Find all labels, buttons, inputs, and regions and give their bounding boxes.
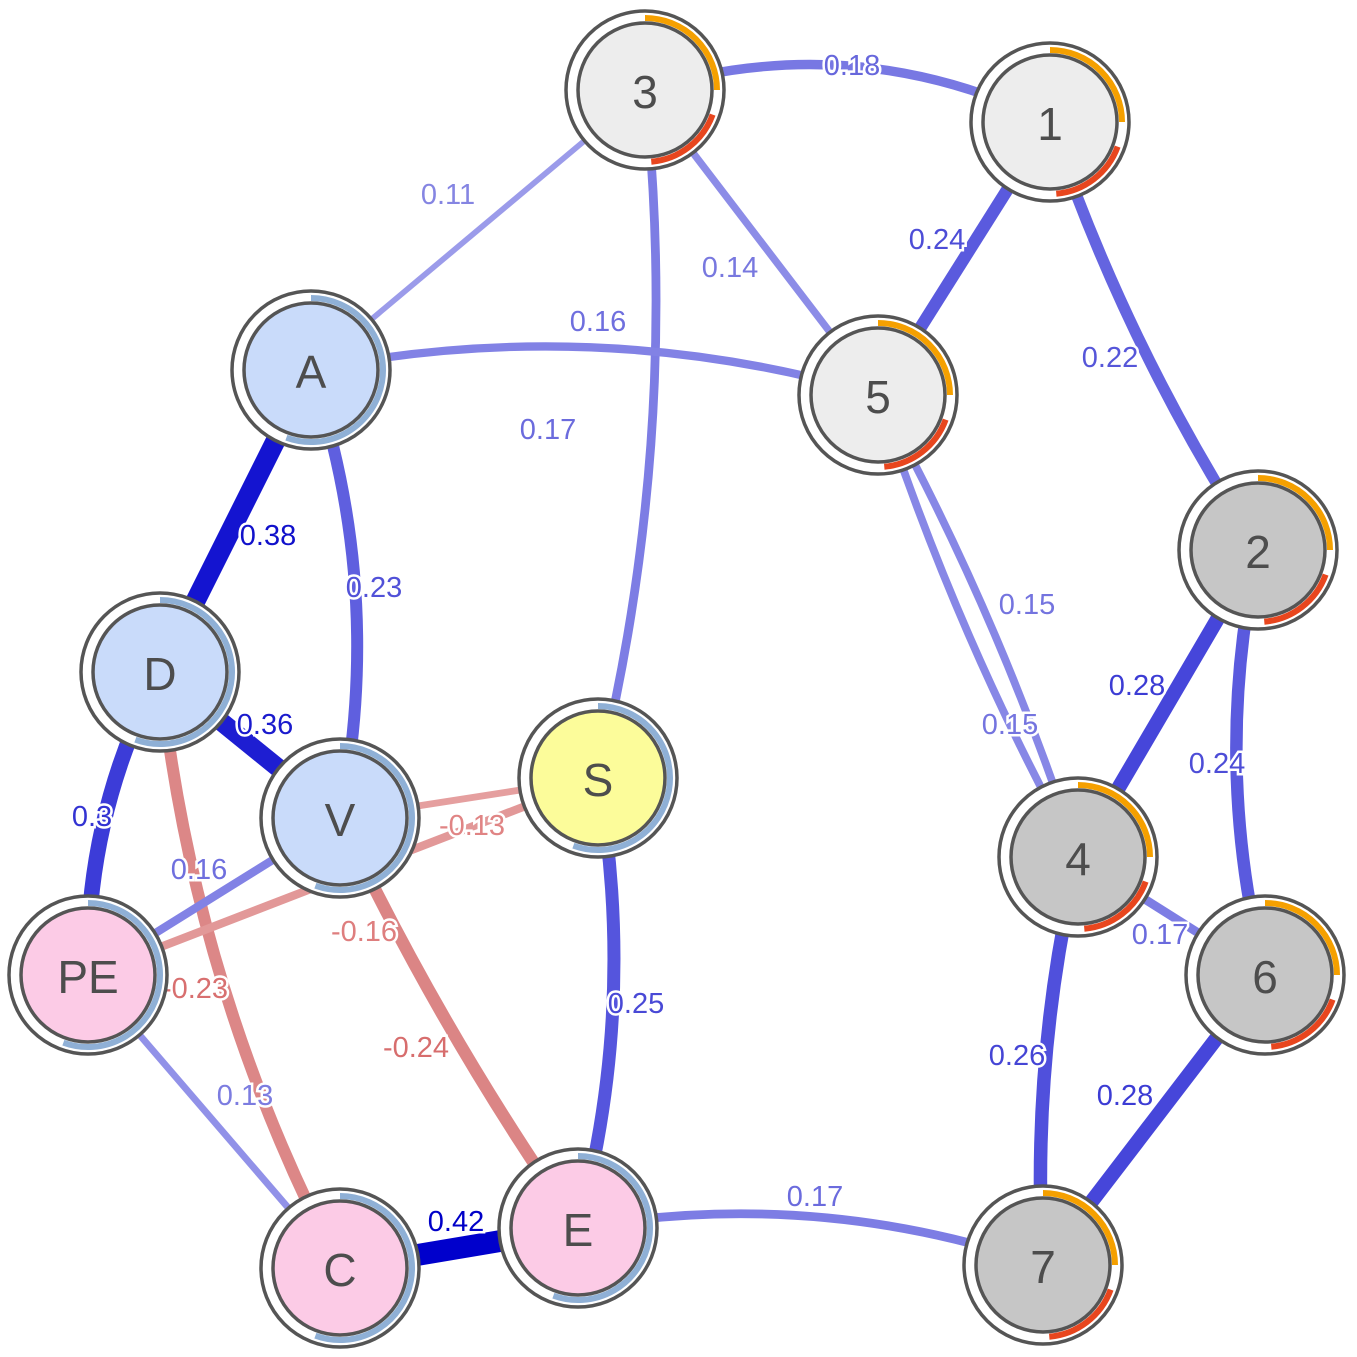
node-inner-circle [271,1199,409,1337]
scale-ring-blue [285,295,386,445]
edge-weight-label: -0.13 [439,810,505,842]
node-label: V [325,794,356,846]
edge-weight-label: 0.25 [608,988,664,1020]
node-inner-circle [809,326,947,464]
node-c: C [259,1187,421,1349]
edge-weight-label: 0.13 [217,1080,273,1112]
node-7: 7 [962,1184,1124,1346]
node-label: D [143,648,176,700]
item-ring-orange [1049,47,1125,123]
node-inner-circle [981,53,1119,191]
edge-A-5 [310,342,880,399]
edge-weight-label: 0.42 [428,1206,484,1238]
node-inner-circle [271,749,409,887]
item-ring-orange [1257,475,1333,551]
edge-weight-label: 0.22 [1082,342,1138,374]
item-ring-red [1083,880,1149,932]
node-inner-circle [576,21,714,159]
edge-weight-label: 0.16 [171,854,227,886]
node-label: 4 [1065,833,1091,885]
node-1: 1 [969,41,1131,203]
edge-weight-label: 0.16 [570,306,626,338]
node-6: 6 [1184,894,1346,1056]
scale-ring-blue [572,703,673,853]
edge-weight-label: 0.3 [72,801,112,833]
item-ring-orange [1042,1190,1118,1266]
edge-weight-label: 0.24 [1189,748,1245,780]
node-inner-circle [1009,788,1147,926]
node-5: 5 [797,314,959,476]
edge-weight-label: 0.17 [1132,919,1188,951]
node-2: 2 [1177,469,1339,631]
node-3: 3 [564,9,726,171]
node-label: 6 [1252,951,1278,1003]
edge-weight-label: -0.16 [331,916,397,948]
item-ring-red [1263,573,1329,625]
node-inner-circle [974,1196,1112,1334]
scale-ring-blue [62,900,163,1050]
node-inner-circle [19,906,157,1044]
edge-weight-label: 0.36 [237,709,293,741]
edge-weight-label: 0.28 [1097,1080,1153,1112]
node-label: 3 [632,66,658,118]
scale-ring-blue [134,597,235,747]
node-label: C [323,1244,356,1296]
node-inner-circle [1189,481,1327,619]
node-label: PE [57,951,118,1003]
item-ring-orange [1264,900,1340,976]
edge-weight-label: 0.15 [999,589,1055,621]
edge-weight-label: 0.38 [240,520,296,552]
node-label: E [563,1204,594,1256]
edge-labels-layer: 0.18 0.11 0.14 0.17 0.24 0.22 0.16 0.15 0.15 0.28… [69,48,1247,1241]
node-e: E [497,1147,659,1309]
node-label: 7 [1030,1241,1056,1293]
node-label: A [296,346,327,398]
edge-weight-label: 0.14 [702,252,758,284]
edge-weight-label: 0.24 [909,224,965,256]
node-inner-circle [91,603,229,741]
edge-weight-label: 0.15 [982,709,1038,741]
item-ring-red [650,113,716,165]
node-label: S [583,754,614,806]
node-inner-circle [509,1159,647,1297]
item-ring-red [1055,145,1121,197]
item-ring-red [1048,1288,1114,1340]
node-pe: PE [7,894,169,1056]
scale-ring-blue [314,743,415,893]
edge-D-C [154,671,346,1271]
node-d: D [79,591,241,753]
edge-weight-label: 0.26 [989,1040,1045,1072]
node-label: 1 [1037,98,1063,150]
node-a: A [230,289,392,451]
edge-weight-label: -0.24 [383,1032,449,1064]
node-label: 2 [1245,526,1271,578]
node-inner-circle [1196,906,1334,1044]
item-ring-orange [644,15,720,91]
node-label: 5 [865,371,891,423]
scale-ring-blue [314,1193,415,1343]
node-s: S [517,697,679,859]
edge-3-S [593,89,661,780]
scale-ring-blue [552,1153,653,1303]
edge-weight-label: 0.17 [787,1181,843,1213]
item-ring-red [883,418,949,470]
node-inner-circle [529,709,667,847]
edge-weight-label: -0.23 [162,973,228,1005]
node-4: 4 [997,776,1159,938]
node-inner-circle [242,301,380,439]
edge-weight-label: 0.17 [520,414,576,446]
edge-weight-label: 0.23 [346,572,402,604]
item-ring-orange [1077,782,1153,858]
edge-weight-label: 0.11 [421,179,475,211]
item-ring-red [1270,998,1336,1050]
nodes-layer: 3 1 5 2 4 6 7 A D V S PE C E [7,9,1346,1349]
edge-weight-label: 0.18 [824,50,880,82]
edge-weight-label: 0.28 [1109,670,1165,702]
item-ring-orange [877,320,953,396]
node-v: V [259,737,421,899]
